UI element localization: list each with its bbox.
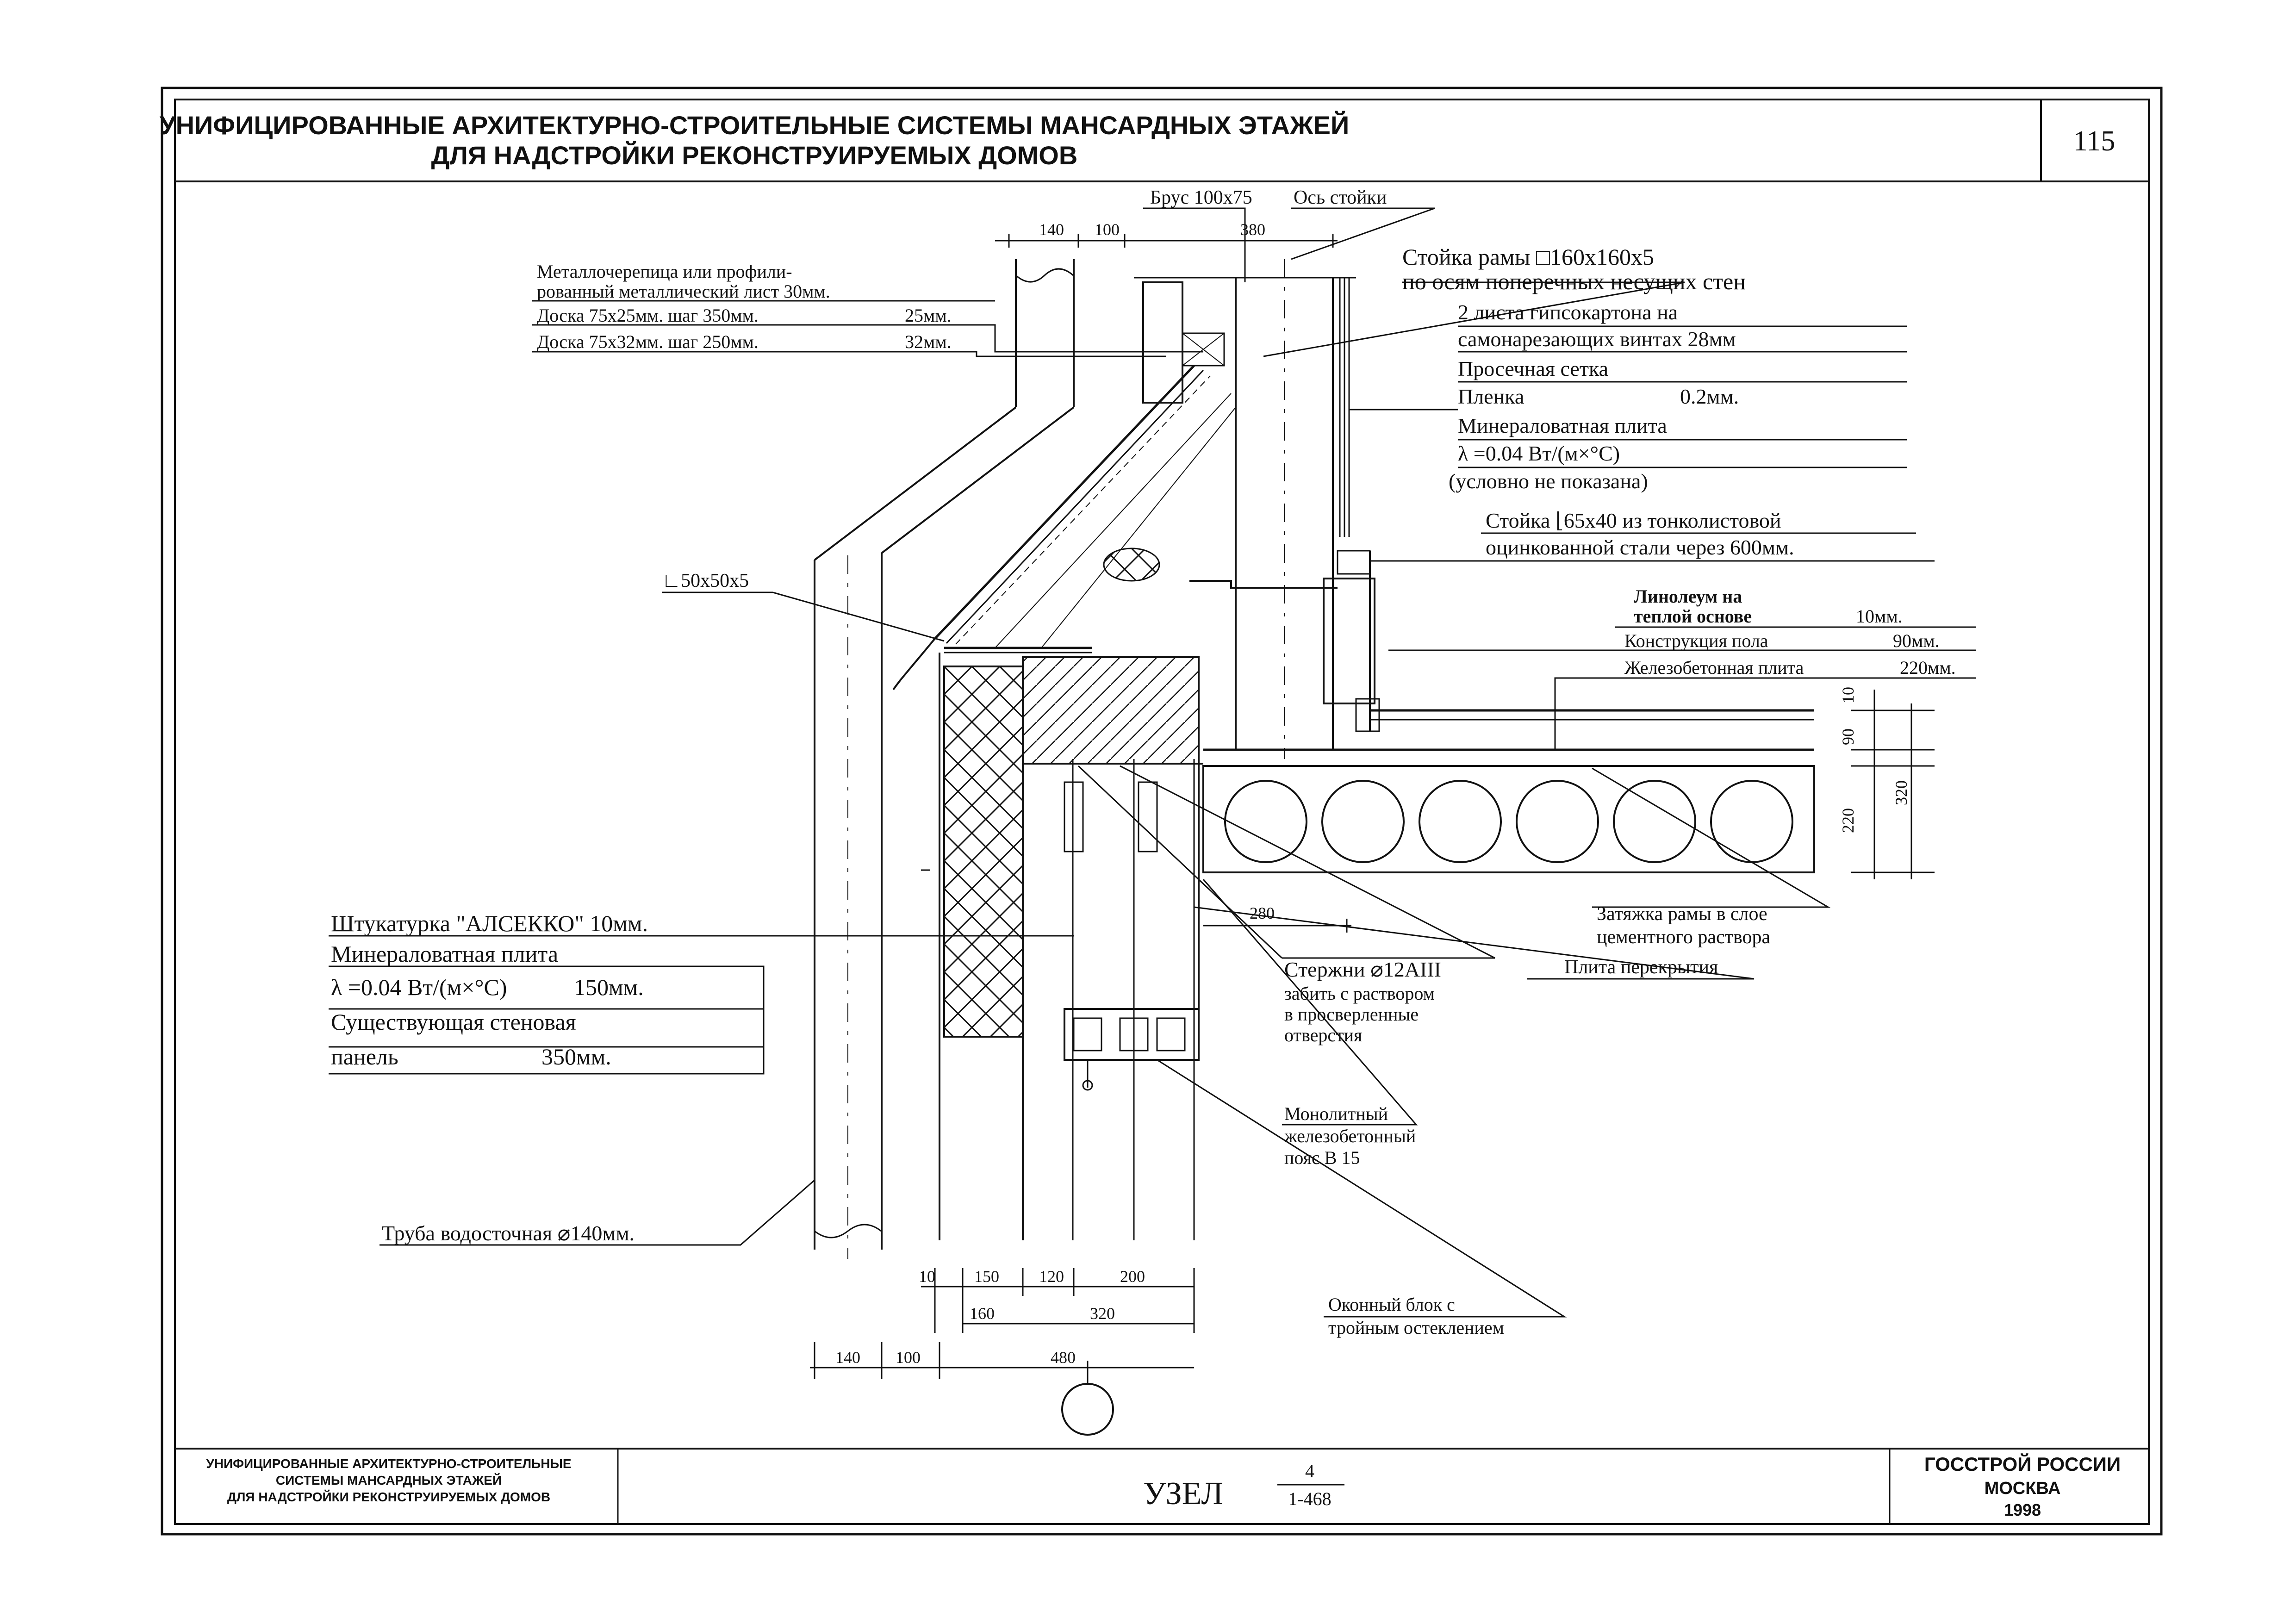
label-tie-1: Затяжка рамы в слое <box>1597 903 1767 925</box>
dim-v-320: 320 <box>1892 780 1910 805</box>
dim-v-90: 90 <box>1839 728 1857 745</box>
stamp-node-num: 4 <box>1305 1461 1314 1481</box>
dim-bb-140: 140 <box>835 1348 860 1367</box>
insulation-symbol <box>1103 548 1160 582</box>
label-film: Пленка <box>1458 385 1524 408</box>
dim-b-120: 120 <box>1039 1267 1064 1286</box>
dim-b-320: 320 <box>1090 1304 1115 1323</box>
section-marker <box>1061 1383 1114 1436</box>
label-belt-2: железобетонный <box>1284 1126 1416 1146</box>
dim-280: 280 <box>1250 904 1275 922</box>
label-film-size: 0.2мм. <box>1680 385 1739 408</box>
stamp-org-1: ГОССТРОЙ РОССИИ <box>1924 1453 2121 1475</box>
stamp-left-1: УНИФИЦИРОВАННЫЕ АРХИТЕКТУРНО-СТРОИТЕЛЬНЫ… <box>206 1456 571 1471</box>
label-angle: ∟50х50х5 <box>662 570 749 591</box>
label-stud-1: Стойка ⌊65х40 из тонколистовой <box>1486 509 1781 532</box>
label-post-2: по осям поперечных несущих стен <box>1402 268 1746 294</box>
stamp-year: 1998 <box>2004 1500 2041 1519</box>
dimension-values: 140 100 380 280 10 150 120 200 160 320 1… <box>835 220 1910 1367</box>
title-block: УНИФИЦИРОВАННЫЕ АРХИТЕКТУРНО-СТРОИТЕЛЬНЫ… <box>160 111 2116 170</box>
label-wall-mw-1: Минераловатная плита <box>331 941 558 967</box>
steel-stud <box>1189 550 1380 732</box>
dimension-lines <box>810 234 1935 1379</box>
label-panel-1: Существующая стеновая <box>331 1009 576 1035</box>
stamp-org-2: МОСКВА <box>1985 1479 2061 1498</box>
label-tie-2: цементного раствора <box>1597 927 1771 948</box>
label-rod-1: Стержни ⌀12AIII <box>1284 958 1441 981</box>
concrete-belt <box>1022 656 1203 1009</box>
stamp-node-label: УЗЕЛ <box>1143 1476 1223 1512</box>
label-board2-size: 32мм. <box>905 331 952 352</box>
label-mesh: Просечная сетка <box>1458 357 1608 380</box>
stamp-node-ref: 1-468 <box>1288 1488 1331 1509</box>
label-panel-2: панель <box>331 1044 398 1070</box>
label-wall-mw-size: 150мм. <box>574 974 644 1000</box>
floor-layers <box>1202 709 1815 873</box>
label-slab: Железобетонная плита <box>1624 657 1804 678</box>
label-floor-slab: Плита перекрытия <box>1564 957 1718 978</box>
label-belt-3: пояс В 15 <box>1284 1147 1360 1168</box>
label-wall-mw-2: λ =0.04 Вт/(м×°С) <box>331 974 507 1000</box>
dim-top-140: 140 <box>1039 220 1064 239</box>
stamp: УНИФИЦИРОВАННЫЕ АРХИТЕКТУРНО-СТРОИТЕЛЬНЫ… <box>206 1453 2121 1519</box>
labels: Брус 100х75 Ось стойки Металлочерепица и… <box>331 187 1956 1338</box>
label-panel-size: 350мм. <box>541 1044 611 1070</box>
label-mw-3: (условно не показана) <box>1449 469 1648 493</box>
wall-panel <box>939 653 1195 1240</box>
dim-top-380: 380 <box>1240 220 1265 239</box>
label-floor-size: 90мм. <box>1893 630 1940 651</box>
label-rod-2: забить с раствором <box>1284 983 1435 1004</box>
label-slab-size: 220мм. <box>1900 657 1956 678</box>
label-window-1: Оконный блок с <box>1328 1294 1455 1315</box>
title-line-1: УНИФИЦИРОВАННЫЕ АРХИТЕКТУРНО-СТРОИТЕЛЬНЫ… <box>160 111 1349 140</box>
label-gyp-1: 2 листа гипсокартона на <box>1458 300 1678 324</box>
stamp-left-2: СИСТЕМЫ МАНСАРДНЫХ ЭТАЖЕЙ <box>276 1473 502 1487</box>
dim-b-160: 160 <box>970 1304 995 1323</box>
label-pipe: Труба водосточная ⌀140мм. <box>382 1221 635 1245</box>
label-stud-2: оцинкованной стали через 600мм. <box>1486 535 1794 559</box>
label-roof-2: рованный металлический лист 30мм. <box>537 281 830 302</box>
label-rod-3: в просверленные <box>1284 1004 1419 1025</box>
sheet-number: 115 <box>2073 125 2116 157</box>
downpipe <box>814 259 1075 1259</box>
label-board2: Доска 75х32мм. шаг 250мм. <box>537 331 759 352</box>
label-mw-1: Минераловатная плита <box>1458 414 1667 437</box>
label-lino-2: теплой основе <box>1634 606 1752 627</box>
dim-b-10: 10 <box>919 1267 935 1286</box>
roof-slope <box>892 365 1236 691</box>
detail-drawing <box>814 259 1815 1436</box>
label-post-1: Стойка рамы □160х160х5 <box>1402 244 1654 270</box>
frame-post <box>1235 259 1350 759</box>
dim-b-200: 200 <box>1120 1267 1145 1286</box>
label-axis: Ось стойки <box>1294 187 1387 208</box>
label-rod-4: отверстия <box>1284 1025 1362 1045</box>
label-roof-1: Металлочерепица или профили- <box>537 261 792 282</box>
label-board1: Доска 75х25мм. шаг 350мм. <box>537 305 759 326</box>
label-lino-1: Линолеум на <box>1634 586 1742 607</box>
sheet-frame <box>161 87 2163 1536</box>
label-floor: Конструкция пола <box>1624 630 1768 651</box>
label-brus: Брус 100х75 <box>1150 187 1252 208</box>
title-line-2: ДЛЯ НАДСТРОЙКИ РЕКОНСТРУИРУЕМЫХ ДОМОВ <box>431 141 1078 170</box>
dim-b-150: 150 <box>974 1267 999 1286</box>
hollow-core-slab <box>1224 780 1793 863</box>
dim-v-10: 10 <box>1839 687 1857 703</box>
label-mw-2: λ =0.04 Вт/(м×°С) <box>1458 442 1620 465</box>
label-belt-1: Монолитный <box>1284 1103 1388 1124</box>
stamp-left-3: ДЛЯ НАДСТРОЙКИ РЕКОНСТРУИРУЕМЫХ ДОМОВ <box>227 1489 550 1504</box>
label-window-2: тройным остеклением <box>1328 1317 1504 1338</box>
dim-bb-480: 480 <box>1051 1348 1076 1367</box>
label-gyp-2: самонарезающих винтах 28мм <box>1458 327 1736 351</box>
leader-lines <box>329 207 1976 1318</box>
label-lino-size: 10мм. <box>1856 606 1903 627</box>
dim-top-100: 100 <box>1095 220 1120 239</box>
window-block <box>1064 1008 1200 1091</box>
label-plaster: Штукатурка "АЛСЕККО" 10мм. <box>331 910 648 936</box>
label-board1-size: 25мм. <box>905 305 952 326</box>
timber-brace <box>1142 281 1225 404</box>
dim-bb-100: 100 <box>896 1348 921 1367</box>
dim-v-220: 220 <box>1839 808 1857 833</box>
